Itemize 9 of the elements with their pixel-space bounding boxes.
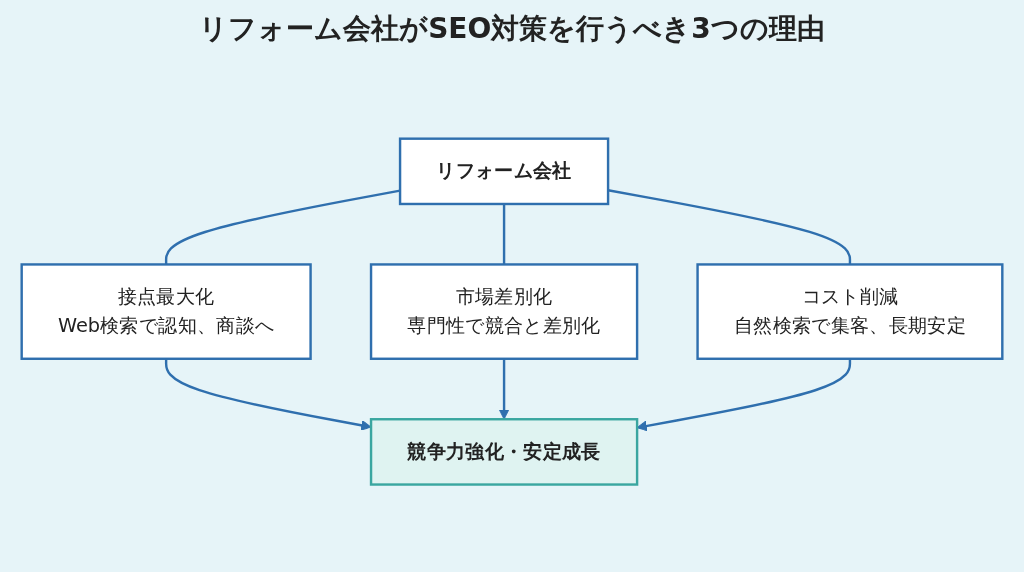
node-box: 競争力強化・安定成長 [369,418,639,487]
node-box: コスト削減 自然検索で集客、長期安定 [696,263,1004,361]
node-box: 市場差別化 専門性で競合と差別化 [369,263,639,361]
arrow [164,359,372,431]
node-box: リフォーム会社 [398,137,610,206]
connector [164,189,401,265]
node-box: 接点最大化 Web検索で認知、商談へ [20,263,312,361]
title: リフォーム会社がSEO対策を行うべき3つの理由 [199,11,825,47]
connector [502,204,506,265]
